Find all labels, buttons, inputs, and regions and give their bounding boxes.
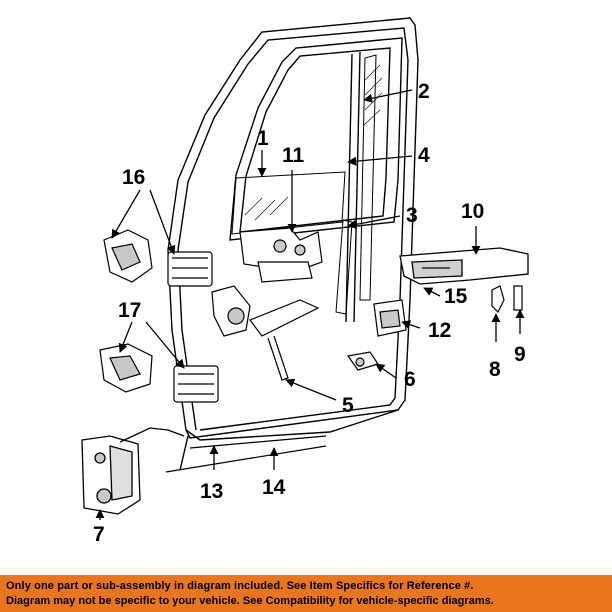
callout-11: 11 — [282, 144, 305, 167]
parts-8-9-clips — [491, 285, 523, 314]
callout-13: 13 — [200, 480, 223, 503]
callout-2: 2 — [418, 80, 430, 103]
door-parts-diagram: 1 2 3 4 5 6 7 8 9 10 11 12 13 14 15 16 1… — [81, 17, 529, 546]
leader-lines — [95, 89, 525, 520]
callout-4: 4 — [418, 144, 430, 167]
callout-9: 9 — [514, 343, 526, 366]
part-12-bracket — [373, 299, 407, 337]
part-3-rail — [335, 219, 353, 315]
glass-hatching — [244, 64, 383, 221]
callout-3: 3 — [406, 204, 418, 227]
part-1-glass — [231, 171, 346, 235]
disclaimer-line-2: Diagram may not be specific to your vehi… — [6, 595, 494, 607]
callout-14: 14 — [262, 476, 286, 499]
part-6-clip — [346, 351, 379, 371]
door-shell — [167, 17, 419, 471]
callout-17: 17 — [118, 299, 141, 322]
part-2-glass-channel — [359, 54, 377, 301]
callout-8: 8 — [489, 358, 501, 381]
callout-7: 7 — [93, 523, 105, 546]
parts-13-14-weatherstrips — [165, 435, 327, 473]
callout-16: 16 — [122, 166, 145, 189]
callout-15: 15 — [444, 285, 468, 308]
disclaimer-banner: Only one part or sub-assembly in diagram… — [0, 575, 612, 612]
part-17-lower-hinge — [99, 343, 219, 403]
lock-linkage — [211, 285, 320, 381]
callout-5: 5 — [342, 394, 354, 417]
part-7-latch — [81, 427, 185, 515]
part-16-upper-hinge — [103, 229, 213, 287]
disclaimer-line-1: Only one part or sub-assembly in diagram… — [6, 580, 474, 592]
part-10-outside-handle — [399, 247, 529, 285]
callout-12: 12 — [428, 319, 451, 342]
callout-1: 1 — [257, 127, 269, 150]
callout-6: 6 — [404, 368, 416, 391]
callout-10: 10 — [461, 200, 484, 223]
part-11-regulator — [239, 227, 323, 283]
callout-labels: 1 2 3 4 5 6 7 8 9 10 11 12 13 14 15 16 1… — [93, 80, 526, 546]
